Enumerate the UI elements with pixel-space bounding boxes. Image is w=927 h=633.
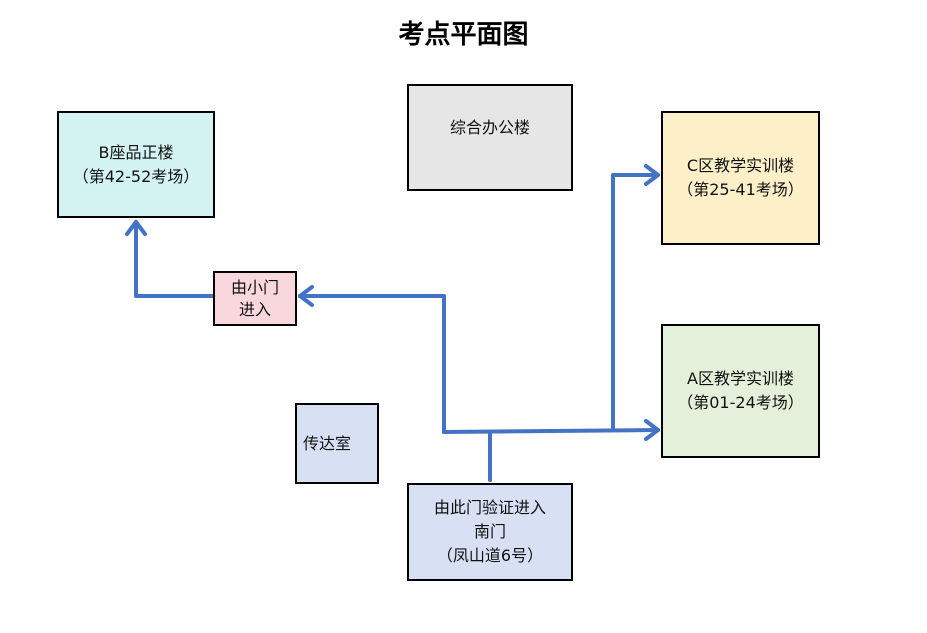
building-name: C区教学实训楼: [686, 156, 795, 175]
path-small-gate-to-b: [134, 220, 215, 298]
path-branch-small-gate: [298, 294, 446, 434]
guard-room: 传达室: [295, 403, 379, 484]
building-c-block: C区教学实训楼 （第25-41考场）: [661, 111, 820, 245]
gate-name: 南门: [473, 522, 506, 541]
arrowhead-c-block: [644, 164, 660, 186]
path-branch-c: [611, 173, 660, 432]
building-name: B座品正楼: [98, 142, 174, 162]
building-office: 综合办公楼: [407, 84, 573, 191]
small-gate: 由小门 进入: [213, 271, 297, 326]
gate-label: 由小门: [230, 277, 279, 297]
path-main-horizontal: [442, 428, 660, 434]
gate-instruction: 由此门验证进入: [433, 498, 546, 517]
gate-address: （凤山道6号）: [436, 546, 544, 565]
exam-room-range: （第42-52考场）: [72, 166, 200, 186]
guard-room-label: 传达室: [303, 433, 352, 453]
exam-room-range: （第25-41考场）: [677, 180, 804, 199]
exam-room-range: （第01-24考场）: [677, 393, 804, 412]
building-name: A区教学实训楼: [687, 369, 794, 388]
building-name: 综合办公楼: [449, 118, 530, 137]
arrowhead-a-block: [644, 419, 660, 441]
building-b-block: B座品正楼 （第42-52考场）: [57, 111, 215, 218]
building-a-block: A区教学实训楼 （第01-24考场）: [661, 324, 820, 458]
arrowhead-b-block: [125, 220, 147, 236]
arrowhead-small-gate: [298, 285, 314, 307]
page-title: 考点平面图: [398, 20, 529, 50]
gate-label: 进入: [238, 299, 271, 319]
south-gate: 由此门验证进入 南门 （凤山道6号）: [407, 483, 573, 581]
